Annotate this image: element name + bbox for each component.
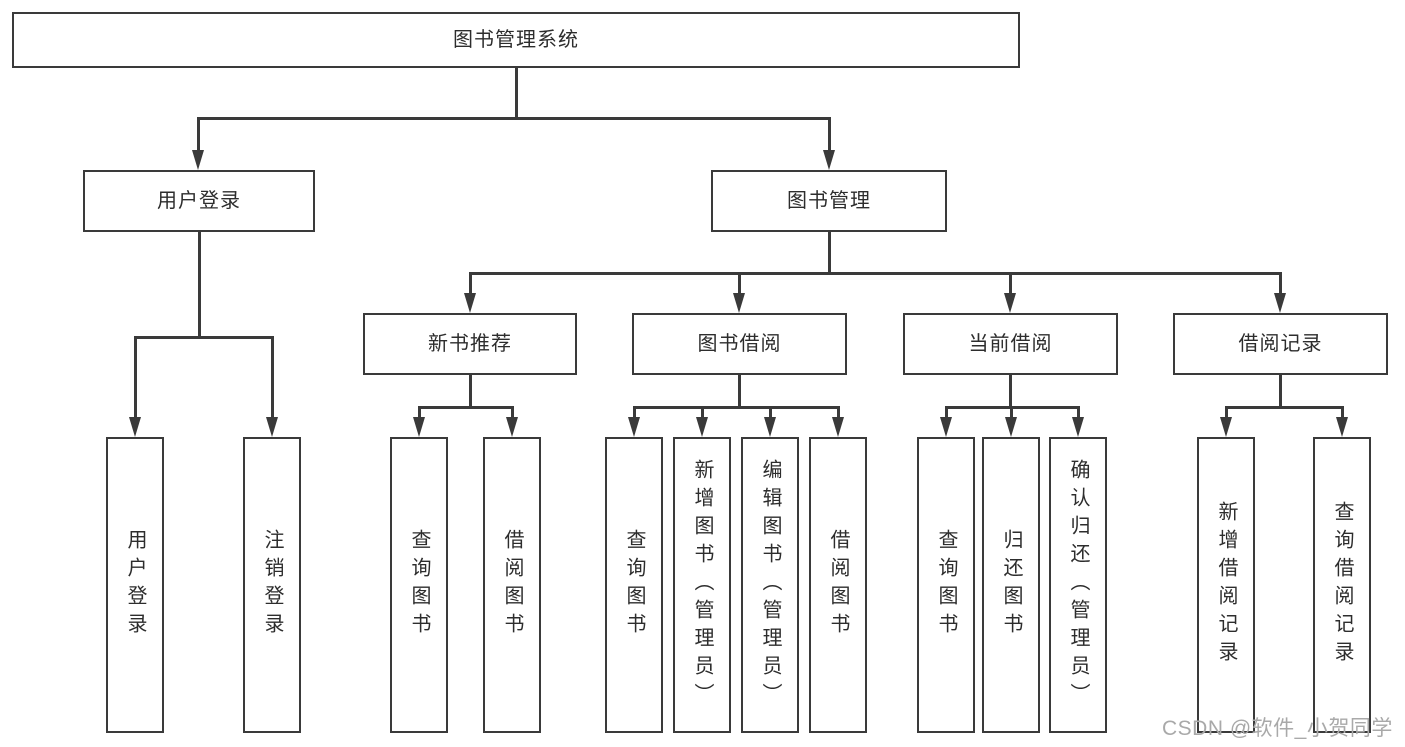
connector-book-mgmt-bar	[470, 272, 1281, 275]
connector-book-mgmt-stem	[828, 232, 831, 272]
arrow-to-user-login	[192, 117, 205, 170]
arrow-g2-leaf3	[764, 406, 777, 437]
leaf-confirm-return-admin: 确认归还（管理员）	[1049, 437, 1107, 733]
connector-user-login-bar	[135, 336, 274, 339]
arrow-g3-leaf1	[940, 406, 953, 437]
node-user-login: 用户登录	[83, 170, 315, 232]
arrow-g2-leaf4	[832, 406, 845, 437]
arrow-to-new-book-recommend	[464, 272, 477, 313]
arrow-g1-leaf2	[506, 406, 519, 437]
node-root-system: 图书管理系统	[12, 12, 1020, 68]
connector-g2-bar	[634, 406, 839, 409]
leaf-return-book: 归还图书	[982, 437, 1040, 733]
connector-g1-bar	[419, 406, 513, 409]
node-book-borrow: 图书借阅	[632, 313, 847, 375]
leaf-user-login: 用户登录	[106, 437, 164, 733]
leaf-logout: 注销登录	[243, 437, 301, 733]
leaf-add-book-admin: 新增图书（管理员）	[673, 437, 731, 733]
arrow-g3-leaf3	[1072, 406, 1085, 437]
connector-g3-bar	[946, 406, 1079, 409]
arrow-to-book-borrow	[733, 272, 746, 313]
arrow-g2-leaf1	[628, 406, 641, 437]
arrow-to-logout-leaf	[266, 336, 279, 437]
connector-g4-stem	[1279, 375, 1282, 406]
connector-root-bar	[198, 117, 830, 120]
leaf-borrow-book: 借阅图书	[809, 437, 867, 733]
arrow-to-book-mgmt	[823, 117, 836, 170]
connector-g2-stem	[738, 375, 741, 406]
arrow-to-borrow-record	[1274, 272, 1287, 313]
arrow-g2-leaf2	[696, 406, 709, 437]
leaf-recommend-borrow-book: 借阅图书	[483, 437, 541, 733]
leaf-current-query-book: 查询图书	[917, 437, 975, 733]
arrow-g1-leaf1	[413, 406, 426, 437]
connector-g4-bar	[1226, 406, 1343, 409]
leaf-edit-book-admin: 编辑图书（管理员）	[741, 437, 799, 733]
leaf-borrow-query-book: 查询图书	[605, 437, 663, 733]
leaf-add-borrow-record: 新增借阅记录	[1197, 437, 1255, 733]
csdn-watermark: CSDN @软件_小贺同学	[1162, 717, 1393, 740]
arrow-g4-leaf2	[1336, 406, 1349, 437]
arrow-g4-leaf1	[1220, 406, 1233, 437]
node-current-borrow: 当前借阅	[903, 313, 1118, 375]
connector-user-login-stem	[198, 232, 201, 336]
leaf-recommend-query-book: 查询图书	[390, 437, 448, 733]
node-new-book-recommend: 新书推荐	[363, 313, 577, 375]
connector-g1-stem	[469, 375, 472, 406]
leaf-query-borrow-record: 查询借阅记录	[1313, 437, 1371, 733]
connector-g3-stem	[1009, 375, 1012, 406]
arrow-g3-leaf2	[1005, 406, 1018, 437]
node-book-mgmt: 图书管理	[711, 170, 947, 232]
arrow-to-current-borrow	[1004, 272, 1017, 313]
node-borrow-record: 借阅记录	[1173, 313, 1388, 375]
connector-root-stem	[515, 68, 518, 117]
arrow-to-login-leaf	[129, 336, 142, 437]
